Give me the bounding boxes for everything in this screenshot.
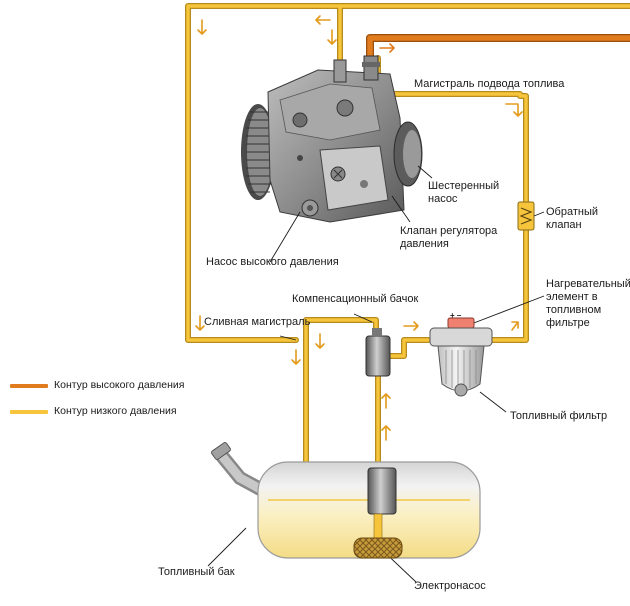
heater-label: Нагревательный элемент в топливном фильт…	[546, 278, 630, 329]
fuel-tank-icon	[211, 442, 481, 559]
check-valve-icon	[517, 201, 535, 231]
high-pressure-pump-icon	[241, 55, 423, 223]
electric-pump-label: Электронасос	[414, 580, 486, 592]
legend-high-pressure-swatch	[10, 384, 48, 388]
legend-low-pressure-swatch	[10, 410, 48, 414]
hp-pump-label: Насос высокого давления	[206, 256, 339, 268]
fuel-tank-label: Топливный бак	[158, 566, 235, 578]
return-line-label: Сливная магистраль	[204, 316, 311, 328]
compensation-tank-icon	[365, 328, 391, 377]
gear-pump-label: Шестеренный насос	[428, 180, 500, 205]
pressure-valve-label: Клапан регулятора давления	[400, 225, 498, 250]
comp-tank-label: Компенсационный бачок	[292, 293, 419, 305]
arrow-icon	[195, 15, 523, 441]
legend-high-pressure-label: Контур высокого давления	[54, 379, 185, 391]
check-valve-label: Обратный клапан	[546, 206, 599, 231]
supply-line-label: Магистраль подвода топлива	[414, 78, 565, 90]
heater-signs-label: + –	[450, 311, 462, 320]
legend	[10, 384, 48, 414]
legend-low-pressure-label: Контур низкого давления	[54, 405, 177, 417]
high-pressure-line	[366, 34, 630, 62]
fuel-filter-icon	[429, 317, 493, 397]
fuel-filter-label: Топливный фильтр	[510, 410, 608, 422]
